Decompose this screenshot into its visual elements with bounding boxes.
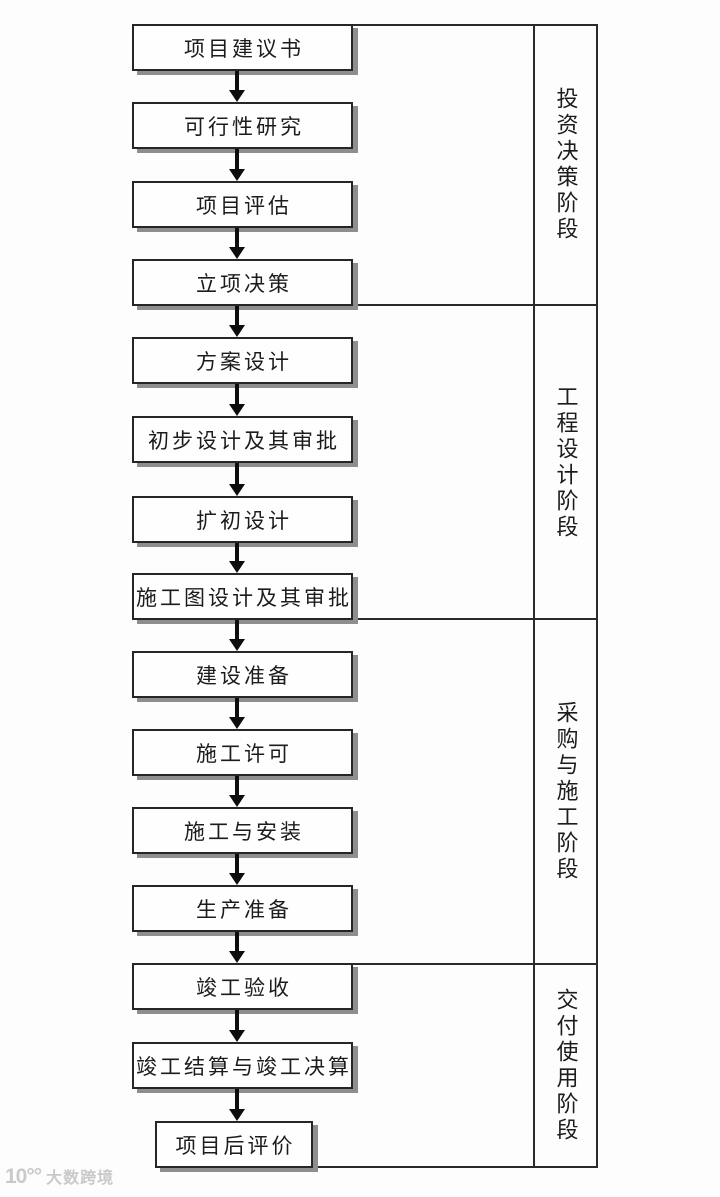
arrow-shaft [235,71,239,90]
arrow-shaft [235,384,239,404]
flow-box-construction-and-installation: 施工与安装 [132,807,353,854]
flow-box-label: 建设准备 [196,663,292,688]
flow-arrow-13 [229,1010,245,1042]
flow-arrow-3 [229,228,245,259]
flow-box-project-proposal: 项目建议书 [132,24,353,71]
flow-box-construction-drawing-approval: 施工图设计及其审批 [132,573,353,620]
arrow-shaft [235,149,239,169]
flow-box-feasibility-study: 可行性研究 [132,102,353,149]
arrow-down-icon [229,90,245,102]
flow-arrow-6 [229,463,245,496]
arrow-shaft [235,698,239,717]
stage-label: 采购与施工阶段 [553,700,579,883]
stage-engineering-design: 工程设计阶段 [535,306,596,620]
flow-arrow-1 [229,71,245,102]
flow-arrow-10 [229,776,245,807]
arrow-down-icon [229,484,245,496]
stage-procurement-construction: 采购与施工阶段 [535,620,596,963]
flow-box-label: 竣工结算与竣工决算 [136,1054,352,1079]
flow-box-label: 生产准备 [196,897,292,922]
arrow-shaft [235,776,239,795]
flow-box-expanded-preliminary-design: 扩初设计 [132,496,353,543]
flow-box-scheme-design: 方案设计 [132,337,353,384]
stage-divider-3 [132,963,598,965]
arrow-shaft [235,306,239,325]
flow-box-label: 施工图设计及其审批 [136,585,352,610]
flow-box-label: 项目后评价 [175,1133,296,1158]
stage-divider-2 [132,618,598,620]
arrow-down-icon [229,717,245,729]
flow-arrow-14 [229,1089,245,1121]
arrow-down-icon [229,561,245,573]
stage-label: 工程设计阶段 [553,385,579,541]
flow-arrow-7 [229,543,245,573]
flow-box-completion-acceptance: 竣工验收 [132,963,353,1010]
arrow-down-icon [229,873,245,885]
flow-box-label: 项目建议书 [184,36,304,61]
stage-column-right-line [596,24,598,1168]
flow-arrow-12 [229,932,245,963]
arrow-down-icon [229,1109,245,1121]
flow-box-production-preparation: 生产准备 [132,885,353,932]
flow-box-label: 立项决策 [196,271,292,296]
table-top-line [132,24,598,26]
flow-box-label: 初步设计及其审批 [148,428,340,453]
flow-arrow-5 [229,384,245,416]
flow-box-preliminary-design-approval: 初步设计及其审批 [132,416,353,463]
flow-box-post-project-evaluation: 项目后评价 [155,1121,313,1168]
flow-box-label: 项目评估 [196,193,292,218]
watermark: 10°° 大数跨境 [5,1164,114,1189]
arrow-shaft [235,620,239,639]
stage-column-left-line [533,24,535,1168]
stage-investment-decision: 投资决策阶段 [535,24,596,306]
flow-arrow-8 [229,620,245,651]
flow-box-label: 方案设计 [196,349,292,374]
arrow-down-icon [229,325,245,337]
arrow-down-icon [229,247,245,259]
table-bottom-line [155,1166,598,1168]
flow-box-project-approval-decision: 立项决策 [132,259,353,306]
arrow-down-icon [229,639,245,651]
arrow-shaft [235,932,239,951]
stage-delivery-use: 交付使用阶段 [535,963,596,1168]
arrow-shaft [235,854,239,873]
stage-label: 交付使用阶段 [553,987,579,1144]
flow-arrow-4 [229,306,245,337]
watermark-text: 大数跨境 [46,1170,115,1187]
stage-label: 投资决策阶段 [553,87,579,243]
arrow-shaft [235,543,239,561]
flow-box-label: 施工与安装 [184,819,304,844]
flow-box-label: 竣工验收 [196,975,292,1000]
flow-box-label: 施工许可 [196,741,292,766]
arrow-shaft [235,228,239,247]
arrow-shaft [235,1089,239,1109]
arrow-down-icon [229,404,245,416]
flow-box-label: 可行性研究 [184,114,304,139]
flow-box-construction-permit: 施工许可 [132,729,353,776]
flow-box-construction-preparation: 建设准备 [132,651,353,698]
arrow-shaft [235,463,239,484]
arrow-down-icon [229,169,245,181]
arrow-shaft [235,1010,239,1030]
arrow-down-icon [229,1030,245,1042]
flow-arrow-11 [229,854,245,885]
arrow-down-icon [229,951,245,963]
flow-box-project-evaluation: 项目评估 [132,181,353,228]
flow-box-label: 扩初设计 [196,508,292,533]
watermark-logo-icon: 10°° [5,1165,42,1188]
stage-divider-1 [132,304,598,306]
flow-arrow-2 [229,149,245,181]
flow-arrow-9 [229,698,245,729]
arrow-down-icon [229,795,245,807]
flow-box-completion-settlement-accounts: 竣工结算与竣工决算 [132,1042,353,1089]
